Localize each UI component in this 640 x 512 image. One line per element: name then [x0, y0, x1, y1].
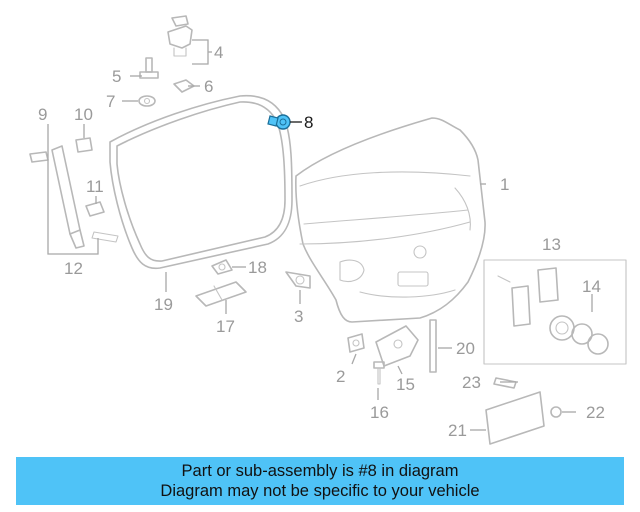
label-9: 9	[38, 105, 47, 124]
gas-strut	[29, 145, 119, 249]
label-3: 3	[294, 307, 303, 326]
parts-diagram: 4 5 6 7 8 9 10 11 12 1 18 19 17 3 2 15 1…	[29, 15, 627, 445]
caption-line-2: Diagram may not be specific to your vehi…	[160, 482, 480, 500]
screw-16	[373, 361, 385, 385]
label-20: 20	[456, 339, 475, 358]
label-23: 23	[462, 373, 481, 392]
caption-line-1: Part or sub-assembly is #8 in diagram	[181, 462, 459, 480]
label-17: 17	[216, 317, 235, 336]
lock-assembly-13	[483, 259, 627, 365]
label-19: 19	[154, 295, 173, 314]
label-12: 12	[64, 259, 83, 278]
rod-20	[429, 319, 437, 373]
label-10: 10	[74, 105, 93, 124]
label-5: 5	[112, 67, 121, 86]
screw-22	[550, 406, 562, 418]
label-1: 1	[500, 175, 509, 194]
label-7: 7	[106, 92, 115, 111]
label-22: 22	[586, 403, 605, 422]
label-21: 21	[448, 421, 467, 440]
bolt-23	[493, 377, 517, 389]
fastener-18	[211, 259, 233, 275]
nut-7	[138, 95, 156, 107]
weatherstrip-seal	[109, 94, 293, 270]
label-13: 13	[542, 235, 561, 254]
hinge	[167, 15, 193, 57]
label-6: 6	[204, 77, 213, 96]
label-16: 16	[370, 403, 389, 422]
bracket-11	[85, 201, 105, 217]
label-8: 8	[304, 113, 313, 132]
latch-15	[375, 325, 419, 367]
bracket-17	[195, 281, 247, 307]
label-4: 4	[214, 43, 223, 62]
stop-10	[75, 137, 93, 153]
bumper-3	[285, 271, 311, 289]
label-15: 15	[396, 375, 415, 394]
part-8-clip-highlighted	[267, 114, 291, 130]
panel-21	[485, 391, 545, 445]
leader-lines	[47, 39, 593, 431]
label-2: 2	[336, 367, 345, 386]
label-18: 18	[248, 258, 267, 277]
liftgate-panel	[295, 117, 486, 323]
bolt-5	[139, 57, 159, 79]
grommet-2	[347, 333, 365, 353]
label-14: 14	[582, 277, 601, 296]
label-11: 11	[86, 177, 104, 196]
caption-bar: Part or sub-assembly is #8 in diagram Di…	[16, 457, 624, 505]
